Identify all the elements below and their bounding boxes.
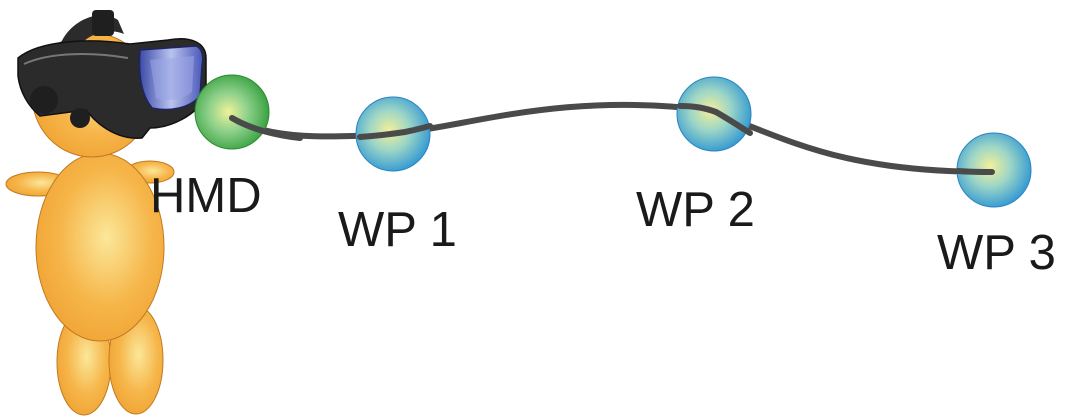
headset-visor-glare [150,56,194,100]
hmd-label: HMD [150,169,262,223]
headset-top-clip [92,10,114,36]
trajectory-path-end [955,168,995,175]
hmd-node [194,74,270,150]
trajectory-path-wp1 [357,123,433,140]
trajectory-path-wp2 [677,103,753,136]
headset-earpiece-2 [70,108,90,128]
trajectory-path [229,101,995,175]
person-with-vr-headset-icon [5,10,207,416]
waypoint-1-label: WP 1 [338,203,457,257]
headset-earpiece [30,86,58,114]
waypoint-3-label: WP 3 [937,226,1056,280]
person-torso [35,152,165,342]
trajectory-path-start [229,115,303,141]
headset-highlight [23,53,129,65]
waypoint-2-label: WP 2 [636,183,755,237]
